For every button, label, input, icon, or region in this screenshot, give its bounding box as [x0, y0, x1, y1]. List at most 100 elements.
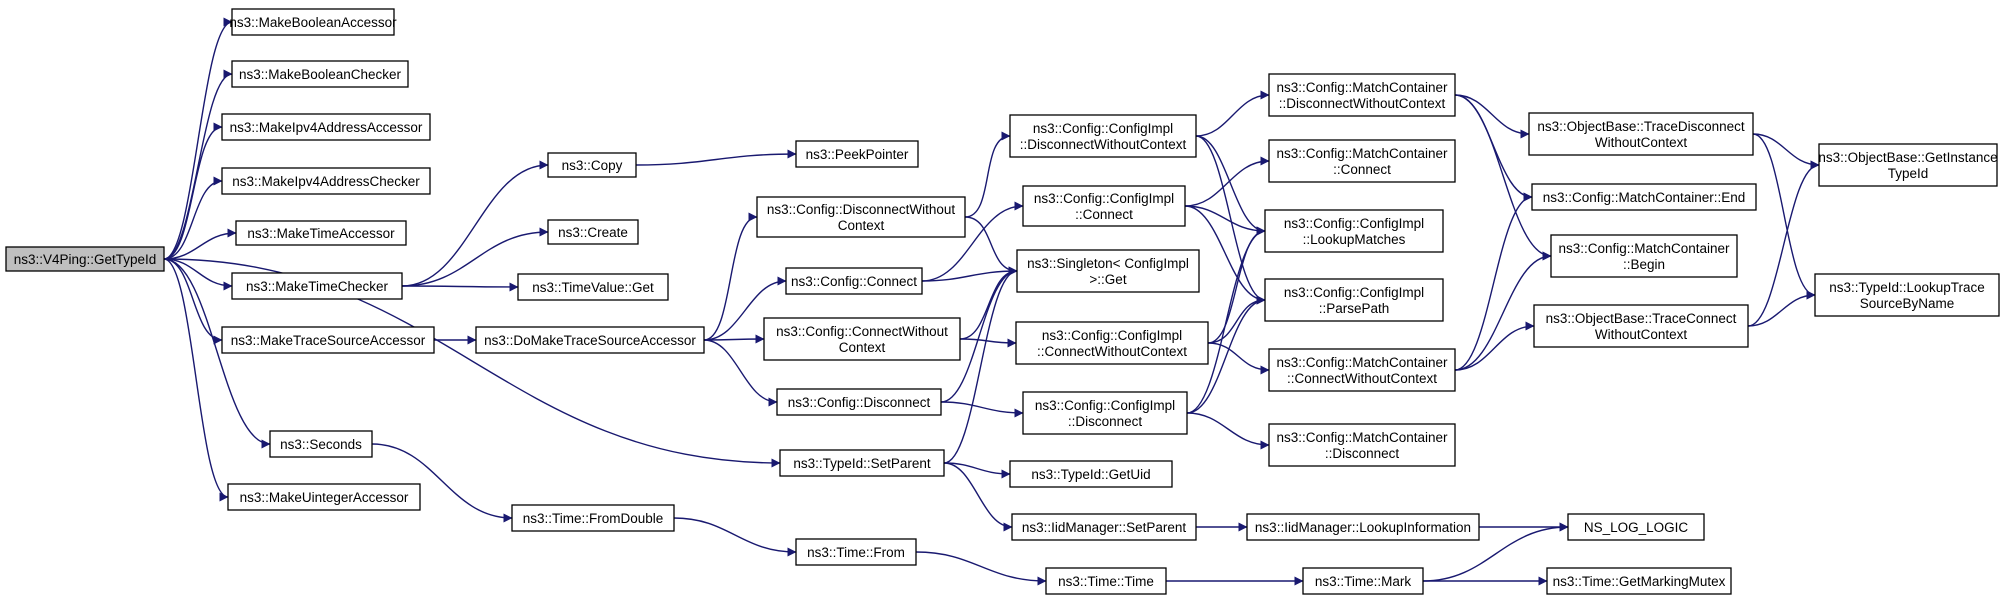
edge-dmtsa-to-cconn	[703, 276, 787, 341]
node-cidwc[interactable]: ns3::Config::ConfigImpl::DisconnectWitho…	[1009, 114, 1197, 158]
node-box	[231, 60, 409, 88]
node-box	[1268, 348, 1456, 392]
node-guid[interactable]: ns3::TypeId::GetUid	[1009, 460, 1173, 488]
node-sget[interactable]: ns3::Singleton< ConfigImpl>::Get	[1016, 249, 1200, 293]
node-cilm[interactable]: ns3::Config::ConfigImpl::LookupMatches	[1264, 209, 1444, 253]
edge-root-to-sec	[163, 258, 271, 449]
node-label: ns3::ObjectBase::TraceDisconnect	[1537, 119, 1745, 134]
node-box	[1302, 567, 1424, 595]
edge-obtcwc-to-tlts	[1747, 290, 1816, 327]
node-label: ns3::Config::DisconnectWithout	[767, 202, 956, 217]
node-mtc[interactable]: ns3::MakeTimeChecker	[231, 272, 403, 300]
node-box	[763, 317, 961, 361]
node-nslog[interactable]: NS_LOG_LOGIC	[1567, 513, 1705, 541]
node-mcend[interactable]: ns3::Config::MatchContainer::End	[1531, 183, 1757, 211]
node-label: ns3::Config::ConfigImpl	[1033, 121, 1173, 136]
node-label: ::Disconnect	[1325, 446, 1400, 461]
node-mcconn[interactable]: ns3::Config::MatchContainer::Connect	[1268, 139, 1456, 183]
node-mbc[interactable]: ns3::MakeBooleanChecker	[231, 60, 409, 88]
node-label: ns3::Time::GetMarkingMutex	[1553, 574, 1726, 589]
node-root[interactable]: ns3::V4Ping::GetTypeId	[5, 246, 165, 272]
node-label: ns3::Config::MatchContainer	[1276, 80, 1448, 95]
node-cicwc[interactable]: ns3::Config::ConfigImpl::ConnectWithoutC…	[1015, 321, 1209, 365]
edge-cidwc-to-mcdwc	[1195, 90, 1270, 137]
edge-sec-to-tfd	[371, 443, 513, 523]
node-mcdwc[interactable]: ns3::Config::MatchContainer::DisconnectW…	[1268, 73, 1456, 117]
node-tfrom[interactable]: ns3::Time::From	[795, 538, 917, 566]
node-tsp[interactable]: ns3::TypeId::SetParent	[779, 449, 945, 477]
edge-cicwc-to-cipp	[1207, 295, 1266, 344]
edge-root-to-mua	[163, 258, 229, 502]
node-obtdwc[interactable]: ns3::ObjectBase::TraceDisconnectWithoutC…	[1528, 112, 1754, 156]
node-box	[231, 8, 395, 36]
node-tmark[interactable]: ns3::Time::Mark	[1302, 567, 1424, 595]
node-cconn[interactable]: ns3::Config::Connect	[785, 267, 923, 295]
node-tfd[interactable]: ns3::Time::FromDouble	[511, 504, 675, 532]
edge-dmtsa-to-ccwc	[703, 334, 765, 344]
node-mcdisc[interactable]: ns3::Config::MatchContainer::Disconnect	[1268, 423, 1456, 467]
node-sec[interactable]: ns3::Seconds	[269, 430, 373, 458]
node-mccwc[interactable]: ns3::Config::MatchContainer::ConnectWith…	[1268, 348, 1456, 392]
node-mipc[interactable]: ns3::MakeIpv4AddressChecker	[221, 167, 431, 195]
node-box	[221, 326, 435, 354]
edge-tsp-to-imsp	[943, 462, 1013, 532]
node-ttime[interactable]: ns3::Time::Time	[1045, 567, 1167, 595]
node-cipp[interactable]: ns3::Config::ConfigImpl::ParsePath	[1264, 278, 1444, 322]
node-label: ns3::MakeUintegerAccessor	[240, 490, 409, 505]
node-label: WithoutContext	[1595, 327, 1688, 342]
node-tgmm[interactable]: ns3::Time::GetMarkingMutex	[1546, 567, 1732, 595]
node-mcbegin[interactable]: ns3::Config::MatchContainer::Begin	[1550, 234, 1738, 278]
node-cdisc[interactable]: ns3::Config::Disconnect	[776, 388, 942, 416]
node-imsp[interactable]: ns3::IidManager::SetParent	[1011, 513, 1197, 541]
edge-cidwc-to-cipp	[1195, 135, 1266, 305]
node-mba[interactable]: ns3::MakeBooleanAccessor	[229, 8, 397, 36]
node-mua[interactable]: ns3::MakeUintegerAccessor	[227, 483, 421, 511]
node-layer: ns3::V4Ping::GetTypeId ns3::MakeBooleanAc…	[5, 8, 2000, 595]
node-box	[1268, 423, 1456, 467]
node-copy[interactable]: ns3::Copy	[547, 152, 637, 178]
node-label: WithoutContext	[1595, 135, 1688, 150]
node-dmtsa[interactable]: ns3::DoMakeTraceSourceAccessor	[475, 326, 705, 354]
edge-mcdwc-to-obtdwc	[1454, 94, 1530, 139]
node-label: ::LookupMatches	[1303, 232, 1406, 247]
node-create[interactable]: ns3::Create	[547, 219, 639, 245]
node-label: ns3::ObjectBase::TraceConnect	[1546, 311, 1737, 326]
node-box	[221, 113, 431, 141]
node-box	[1814, 273, 2000, 317]
node-obtcwc[interactable]: ns3::ObjectBase::TraceConnectWithoutCont…	[1533, 304, 1749, 348]
node-box	[795, 538, 917, 566]
node-label: NS_LOG_LOGIC	[1584, 520, 1689, 535]
node-label: ns3::MakeBooleanAccessor	[229, 15, 397, 30]
node-box	[269, 430, 373, 458]
edge-cidisc-to-mcdisc	[1186, 412, 1270, 450]
node-label: ns3::IidManager::SetParent	[1022, 520, 1187, 535]
edge-obtdwc-to-obgit	[1752, 133, 1820, 170]
node-ccwc[interactable]: ns3::Config::ConnectWithoutContext	[763, 317, 961, 361]
edge-cidwc-to-cilm	[1195, 135, 1266, 236]
node-mta[interactable]: ns3::MakeTimeAccessor	[235, 220, 407, 246]
edge-mccwc-to-mcend	[1454, 192, 1533, 371]
edge-obtdwc-to-tlts	[1752, 133, 1816, 300]
node-label: ns3::TypeId::SetParent	[793, 456, 931, 471]
node-tvget[interactable]: ns3::TimeValue::Get	[517, 273, 669, 301]
node-peek[interactable]: ns3::PeekPointer	[795, 140, 919, 168]
node-box	[1011, 513, 1197, 541]
node-label: ns3::Config::MatchContainer	[1558, 241, 1730, 256]
node-label: ns3::PeekPointer	[806, 147, 909, 162]
node-label: ns3::MakeTimeChecker	[246, 279, 389, 294]
node-label: ::DisconnectWithoutContext	[1020, 137, 1187, 152]
node-mipa[interactable]: ns3::MakeIpv4AddressAccessor	[221, 113, 431, 141]
node-cidisc[interactable]: ns3::Config::ConfigImpl::Disconnect	[1022, 391, 1188, 435]
node-box	[1818, 143, 1998, 187]
node-box	[1531, 183, 1757, 211]
node-box	[756, 196, 966, 238]
node-mtsa[interactable]: ns3::MakeTraceSourceAccessor	[221, 326, 435, 354]
edge-cdisc-to-sget	[940, 266, 1018, 403]
node-cdwc[interactable]: ns3::Config::DisconnectWithoutContext	[756, 196, 966, 238]
node-ciconn[interactable]: ns3::Config::ConfigImpl::Connect	[1022, 185, 1186, 227]
node-imli[interactable]: ns3::IidManager::LookupInformation	[1246, 513, 1480, 541]
edge-tsp-to-guid	[943, 462, 1011, 479]
